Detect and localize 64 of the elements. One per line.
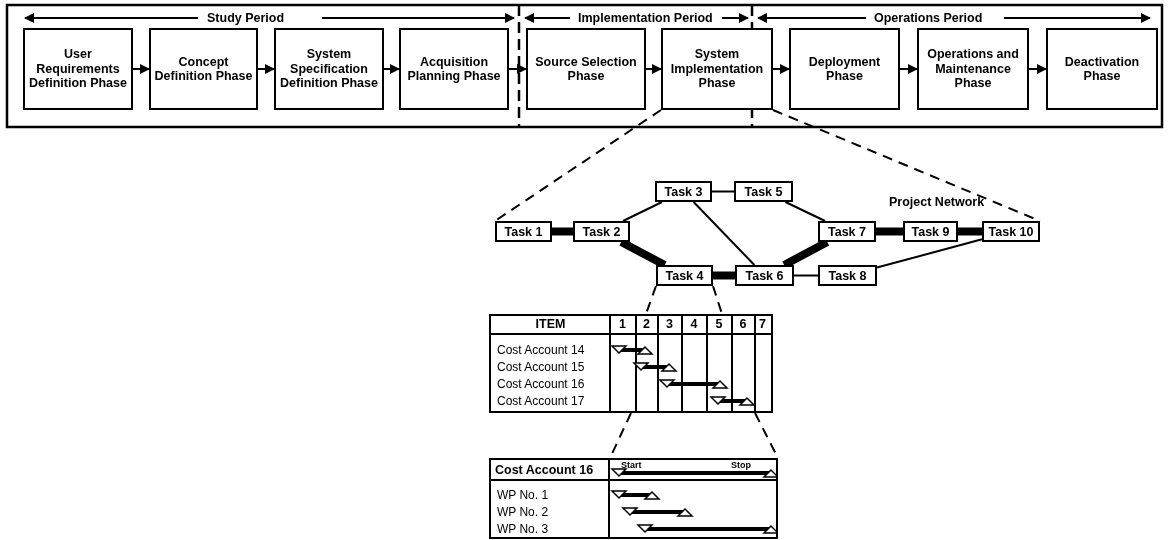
zoom-line <box>494 109 662 222</box>
gantt-table <box>489 458 778 539</box>
row-label: WP No. 1 <box>497 488 549 502</box>
column-header: 6 <box>739 317 747 331</box>
period-label: Implementation Period <box>578 11 713 25</box>
phase-box: Deployment Phase <box>789 28 900 110</box>
arrow <box>257 64 275 74</box>
connector-line <box>622 201 663 222</box>
arrow <box>508 64 527 74</box>
connector-line <box>958 227 982 236</box>
phase-box: Acquisition Planning Phase <box>399 28 509 110</box>
phase-box: Concept Definition Phase <box>149 28 258 110</box>
column-header: 3 <box>666 317 673 331</box>
arrow <box>132 64 150 74</box>
period-label: Operations Period <box>874 11 983 25</box>
gantt-table <box>489 314 773 413</box>
phase-box: Deactivation Phase <box>1046 28 1158 110</box>
bar-label: Stop <box>731 460 751 470</box>
connector-line <box>552 227 573 236</box>
column-header: 2 <box>643 317 650 331</box>
task-box: Task 5 <box>734 181 793 202</box>
row-label: Cost Account 17 <box>497 394 585 408</box>
period-label: Study Period <box>207 11 285 25</box>
column-header: Cost Account 16 <box>495 463 594 477</box>
task-box: Task 10 <box>982 221 1040 242</box>
arrow <box>899 64 918 74</box>
task-box: Task 6 <box>735 265 794 286</box>
diagram-label: Project Network <box>889 195 985 209</box>
connector-line <box>692 201 756 266</box>
task-box: Task 9 <box>903 221 958 242</box>
arrow <box>1028 64 1047 74</box>
column-header: ITEM <box>534 317 567 331</box>
zoom-line <box>645 285 657 315</box>
row-label: Cost Account 14 <box>497 343 585 357</box>
column-header: 5 <box>715 317 723 331</box>
column-header: 7 <box>759 317 766 331</box>
phase-box: System Specification Definition Phase <box>274 28 384 110</box>
connector-line <box>713 271 735 280</box>
zoom-line <box>712 285 723 315</box>
row-label: Cost Account 15 <box>497 360 585 374</box>
arrow <box>383 64 400 74</box>
row-label: WP No. 3 <box>497 522 549 536</box>
column-header: 1 <box>619 317 626 331</box>
connector-line <box>876 227 903 236</box>
row-label: WP No. 2 <box>497 505 549 519</box>
task-box: Task 4 <box>656 265 713 286</box>
connector-line <box>876 238 983 269</box>
connector-line <box>793 274 819 277</box>
task-box: Task 3 <box>655 181 712 202</box>
connector-line <box>784 201 827 222</box>
bar-label: Start <box>621 460 642 470</box>
arrow <box>772 64 790 74</box>
phase-box: Operations and Maintenance Phase <box>917 28 1029 110</box>
phase-box: User Requirements Definition Phase <box>23 28 133 110</box>
row-label: Cost Account 16 <box>497 377 585 391</box>
task-box: Task 1 <box>495 221 552 242</box>
phase-box: System Implementation Phase <box>661 28 773 110</box>
task-box: Task 7 <box>818 221 876 242</box>
connector-line <box>711 190 735 193</box>
task-box: Task 2 <box>573 221 630 242</box>
task-box: Task 8 <box>818 265 877 286</box>
arrow <box>645 64 662 74</box>
phase-box: Source Selection Phase <box>526 28 646 110</box>
column-header: 4 <box>690 317 698 331</box>
